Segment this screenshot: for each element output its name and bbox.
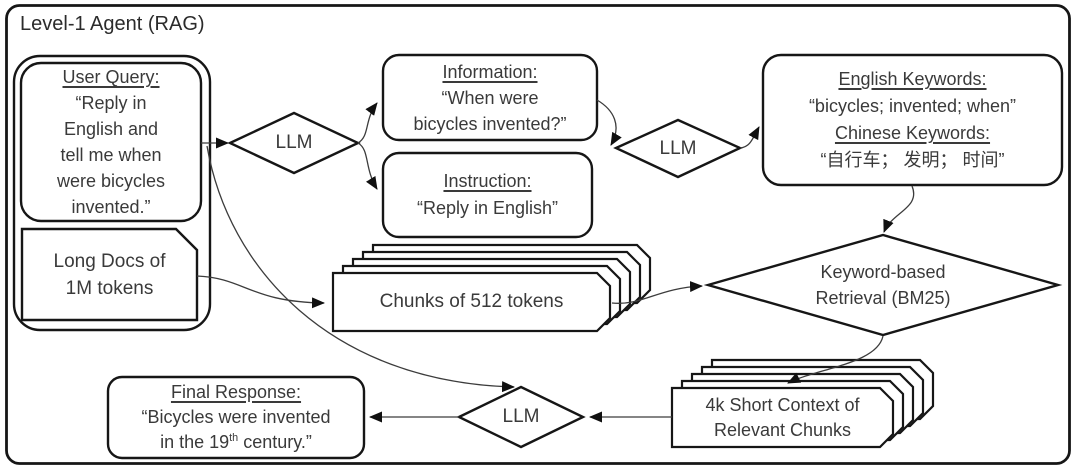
arrow-llm1-instruction bbox=[357, 142, 378, 190]
arrow-chunks-retrieval bbox=[611, 281, 703, 304]
arrow-llm1-information bbox=[357, 102, 378, 144]
short-context-card-1 bbox=[670, 386, 895, 449]
arrow-userquery-llm3 bbox=[206, 145, 515, 393]
arrow-llm2-keywords bbox=[739, 126, 760, 149]
connectors bbox=[196, 99, 915, 423]
instruction-box bbox=[381, 151, 594, 239]
keywords-box bbox=[761, 53, 1064, 187]
final-response-box bbox=[106, 375, 366, 460]
chunks-card-1 bbox=[331, 271, 612, 333]
arrow-retrieval-shortcontext bbox=[787, 335, 884, 384]
arrow-information-llm2 bbox=[596, 99, 622, 146]
chunks-stack bbox=[331, 243, 652, 333]
user-query-box bbox=[19, 61, 203, 223]
diagram-title: Level-1 Agent (RAG) bbox=[20, 13, 205, 35]
retrieval-diamond bbox=[703, 233, 1063, 337]
arrow-keywords-retrieval bbox=[883, 185, 915, 233]
llm3-diamond bbox=[456, 385, 586, 449]
arrow-longdocs-chunks bbox=[196, 275, 325, 309]
short-context-stack bbox=[670, 358, 935, 449]
information-box bbox=[381, 53, 599, 142]
long-docs-shape bbox=[20, 227, 199, 322]
